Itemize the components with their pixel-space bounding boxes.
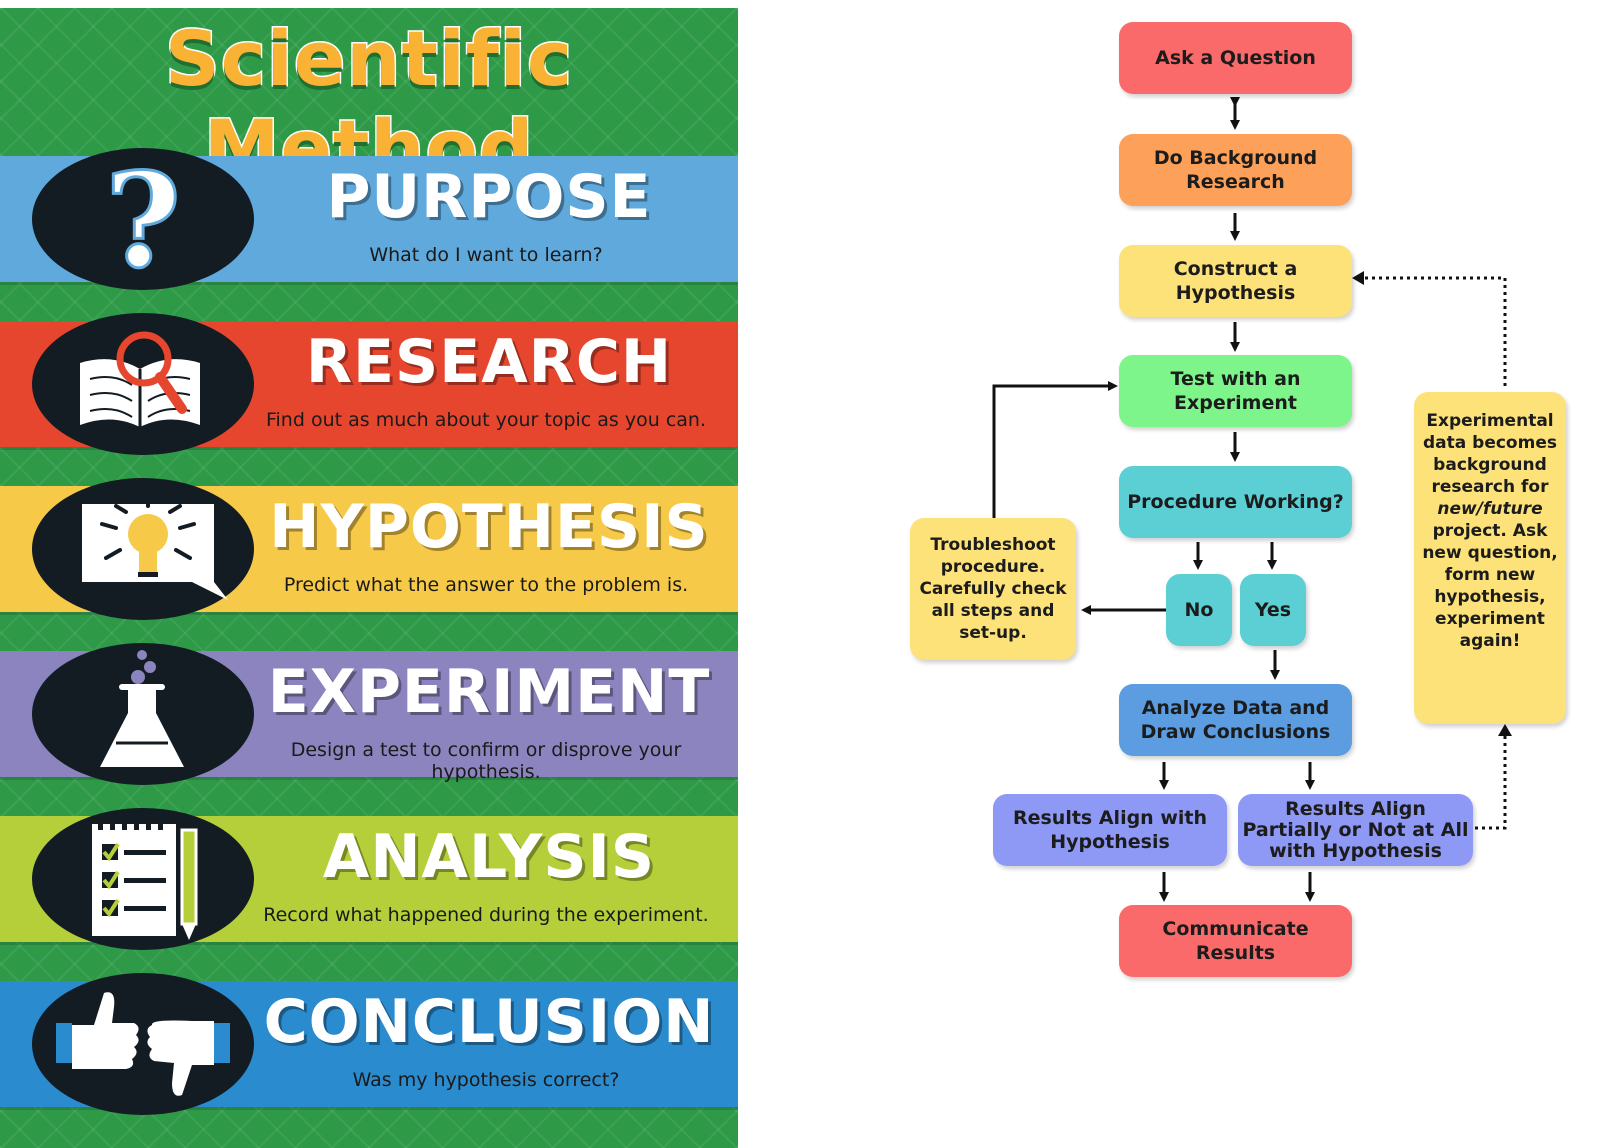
troubleshoot-node: Troubleshoot procedure. Carefully check … [910, 518, 1076, 660]
yes-node: Yes [1240, 574, 1306, 646]
background-research-node: Do Background Research [1119, 134, 1352, 206]
step-band-purpose: ? PURPOSE What do I want to learn? [0, 148, 738, 290]
results-align-node: Results Align with Hypothesis [993, 794, 1227, 866]
question-mark-icon: ? [32, 148, 254, 290]
feedback-loop-node: Experimental data becomes background res… [1414, 392, 1566, 724]
book-magnifier-icon [32, 313, 254, 455]
feedback-text-start: Experimental data becomes background res… [1423, 411, 1557, 497]
flask-icon [32, 643, 254, 785]
step-heading: RESEARCH [305, 327, 673, 397]
thumbs-up-down-icon [32, 973, 254, 1115]
feedback-text-emphasis: new/future [1437, 499, 1543, 519]
results-partial-node: Results Align Partially or Not at All wi… [1238, 794, 1473, 866]
step-heading: ANALYSIS [322, 822, 656, 892]
step-description: Design a test to confirm or disprove you… [290, 739, 682, 783]
step-description: Record what happened during the experime… [263, 904, 709, 926]
step-heading: EXPERIMENT [267, 657, 711, 727]
step-band-conclusion: CONCLUSION Was my hypothesis correct? [0, 973, 738, 1115]
step-heading: HYPOTHESIS [269, 492, 709, 562]
ask-question-node: Ask a Question [1119, 22, 1352, 94]
step-description: Predict what the answer to the problem i… [283, 574, 689, 596]
step-description: Was my hypothesis correct? [352, 1069, 620, 1091]
no-node: No [1166, 574, 1232, 646]
construct-hypothesis-node: Construct a Hypothesis [1119, 245, 1352, 317]
analyze-data-node: Analyze Data and Draw Conclusions [1119, 684, 1352, 756]
step-band-analysis: ANALYSIS Record what happened during the… [0, 808, 738, 950]
step-band-experiment: EXPERIMENT Design a test to confirm or d… [0, 643, 738, 785]
step-band-research: RESEARCH Find out as much about your top… [0, 313, 738, 455]
feedback-text-end: project. Ask new question, form new hypo… [1422, 521, 1558, 651]
communicate-results-node: Communicate Results [1119, 905, 1352, 977]
checklist-icon [32, 808, 254, 950]
step-heading: CONCLUSION [263, 987, 715, 1057]
step-band-hypothesis: HYPOTHESIS Predict what the answer to th… [0, 478, 738, 620]
procedure-working-node: Procedure Working? [1119, 466, 1352, 538]
step-description: Find out as much about your topic as you… [265, 409, 706, 431]
lightbulb-icon [32, 478, 254, 620]
scientific-method-poster: Scientific Method ? PURPOSE What do I wa… [0, 8, 738, 1148]
test-experiment-node: Test with an Experiment [1119, 355, 1352, 427]
svg-text:?: ? [105, 148, 181, 290]
step-heading: PURPOSE [326, 162, 652, 232]
step-description: What do I want to learn? [369, 244, 603, 266]
